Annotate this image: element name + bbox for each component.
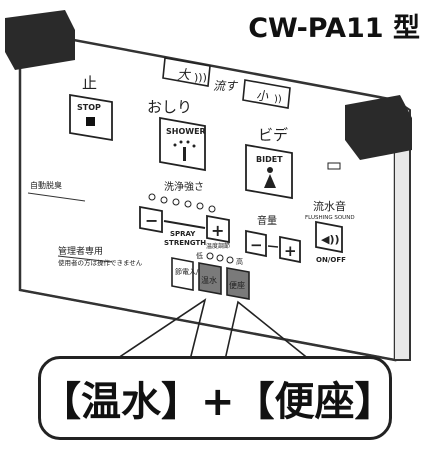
flush-label: 流す	[213, 79, 239, 93]
bidet-jp-label: ビデ	[258, 126, 288, 144]
strength-en-label-2: STRENGTH	[164, 239, 206, 247]
bidet-button[interactable]: BIDET	[245, 143, 293, 200]
temp-title: 温度調節	[206, 242, 230, 250]
shower-spray-icon	[173, 140, 196, 161]
svg-text:−: −	[145, 211, 158, 230]
svg-text:−: −	[250, 236, 263, 254]
stop-jp-label: 止	[82, 74, 97, 92]
flush-small-label: 小	[256, 89, 269, 103]
bidet-figure-icon	[264, 167, 276, 188]
svg-text:便座: 便座	[229, 280, 245, 290]
volume-plus-button[interactable]: +	[279, 235, 301, 264]
strength-en-label-1: SPRAY	[170, 230, 196, 238]
svg-text:+: +	[211, 221, 224, 240]
callout-box: 【温水】+【便座】	[38, 356, 395, 440]
sound-onoff-label: ON/OFF	[316, 256, 346, 264]
sound-en-label: FLUSHING SOUND	[305, 215, 355, 221]
shower-button[interactable]: SHOWER	[159, 116, 206, 172]
stop-square-icon	[86, 117, 95, 126]
callout-pointer-lines	[114, 298, 311, 361]
seat-button[interactable]: 便座	[226, 267, 250, 300]
stop-button[interactable]: STOP	[69, 93, 113, 142]
svg-text:+: +	[284, 242, 297, 260]
stop-en-label: STOP	[77, 103, 101, 112]
temp-level-dots	[206, 252, 234, 264]
admin-note: 使用者の方は操作できません	[58, 258, 143, 267]
auto-deodor-label: 自動脱臭	[30, 180, 62, 190]
temp-low-label: 低	[196, 251, 203, 260]
strength-level-dots	[148, 193, 216, 213]
battery-indicator-icon	[327, 162, 341, 170]
model-title: CW-PA11 型	[248, 13, 420, 44]
callout-text: 【温水】+【便座】	[41, 379, 395, 425]
flush-big-label: 大	[177, 68, 192, 83]
volume-label: 音量	[257, 214, 277, 227]
strength-jp-label: 洗浄強さ	[164, 180, 204, 193]
temp-high-label: 高	[236, 257, 243, 266]
power-save-button[interactable]: 節電入/切	[171, 257, 205, 291]
shower-en-label: SHOWER	[166, 127, 206, 136]
volume-minus-button[interactable]: −	[245, 229, 267, 258]
flush-small-wave-icon: ))	[274, 94, 282, 105]
flush-big-button[interactable]: 大 )))	[162, 57, 211, 87]
warm-water-button[interactable]: 温水	[198, 262, 222, 295]
strength-minus-button[interactable]: −	[139, 205, 163, 234]
sound-jp-label: 流水音	[313, 199, 346, 213]
corner-block-right	[345, 95, 412, 160]
bidet-en-label: BIDET	[256, 155, 283, 164]
speaker-icon: ◀))	[321, 233, 340, 246]
sound-button[interactable]: ◀))	[315, 220, 343, 254]
svg-text:温水: 温水	[201, 275, 217, 285]
shower-jp-label: おしり	[147, 98, 192, 116]
flush-big-wave-icon: )))	[194, 71, 207, 84]
admin-label: 管理者専用	[58, 245, 103, 257]
corner-block-left	[5, 10, 75, 70]
svg-text:節電入/切: 節電入/切	[175, 267, 205, 276]
strength-plus-button[interactable]: +	[206, 214, 230, 244]
flush-small-button[interactable]: 小 ))	[242, 79, 291, 109]
